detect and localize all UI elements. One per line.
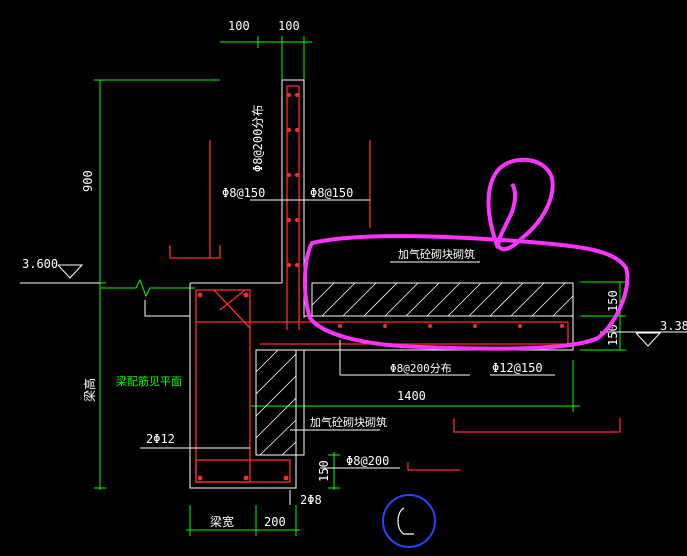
rebar-2phi12: 2Φ12	[146, 432, 175, 446]
dim-150-b: 150	[606, 324, 620, 346]
dim-100-right: 100	[278, 19, 300, 33]
dim-100-left: 100	[228, 19, 250, 33]
beam-rebar-note: 梁配筋见平面	[116, 374, 182, 388]
dim-150-c: 150	[317, 460, 331, 482]
dim-150-a: 150	[606, 290, 620, 312]
dim-1400: 1400	[397, 389, 426, 403]
aerated-block-top: 加气砼砌块砌筑	[398, 247, 475, 261]
rebar-phi8-200-dist-top: Φ8@200分布	[251, 105, 265, 172]
rebar-phi8-150-left: Φ8@150	[222, 186, 265, 200]
rebar-phi8-200-stirrup: Φ8@200	[346, 454, 389, 468]
dim-900: 900	[81, 170, 95, 192]
beam-width: 梁宽	[210, 514, 234, 529]
rebar-phi8-200-dist-slab: Φ8@200分布	[390, 362, 452, 375]
level-3600: 3.600	[22, 257, 58, 271]
aerated-block-bottom: 加气砼砌块砌筑	[310, 415, 387, 429]
annotation-markup	[303, 157, 630, 351]
concrete-outline	[20, 79, 687, 489]
dimension-lines	[94, 36, 626, 536]
rebar-dots	[197, 93, 564, 481]
rebar-phi12-150: Φ12@150	[492, 361, 543, 375]
level-338: 3.38	[660, 319, 687, 333]
circle-marker-icon	[382, 494, 436, 548]
leader-lines	[140, 199, 555, 505]
rebar-2phi8: 2Φ8	[300, 493, 322, 507]
rebar-phi8-150-right: Φ8@150	[310, 186, 353, 200]
block-hatching	[255, 282, 574, 456]
rebar-lines	[169, 85, 621, 483]
drawing-texts: 100 100 900 3.600 3.38 Φ8@200分布 Φ8@150 Φ…	[22, 19, 687, 529]
beam-height: 梁高	[82, 378, 97, 402]
dim-200: 200	[264, 515, 286, 529]
